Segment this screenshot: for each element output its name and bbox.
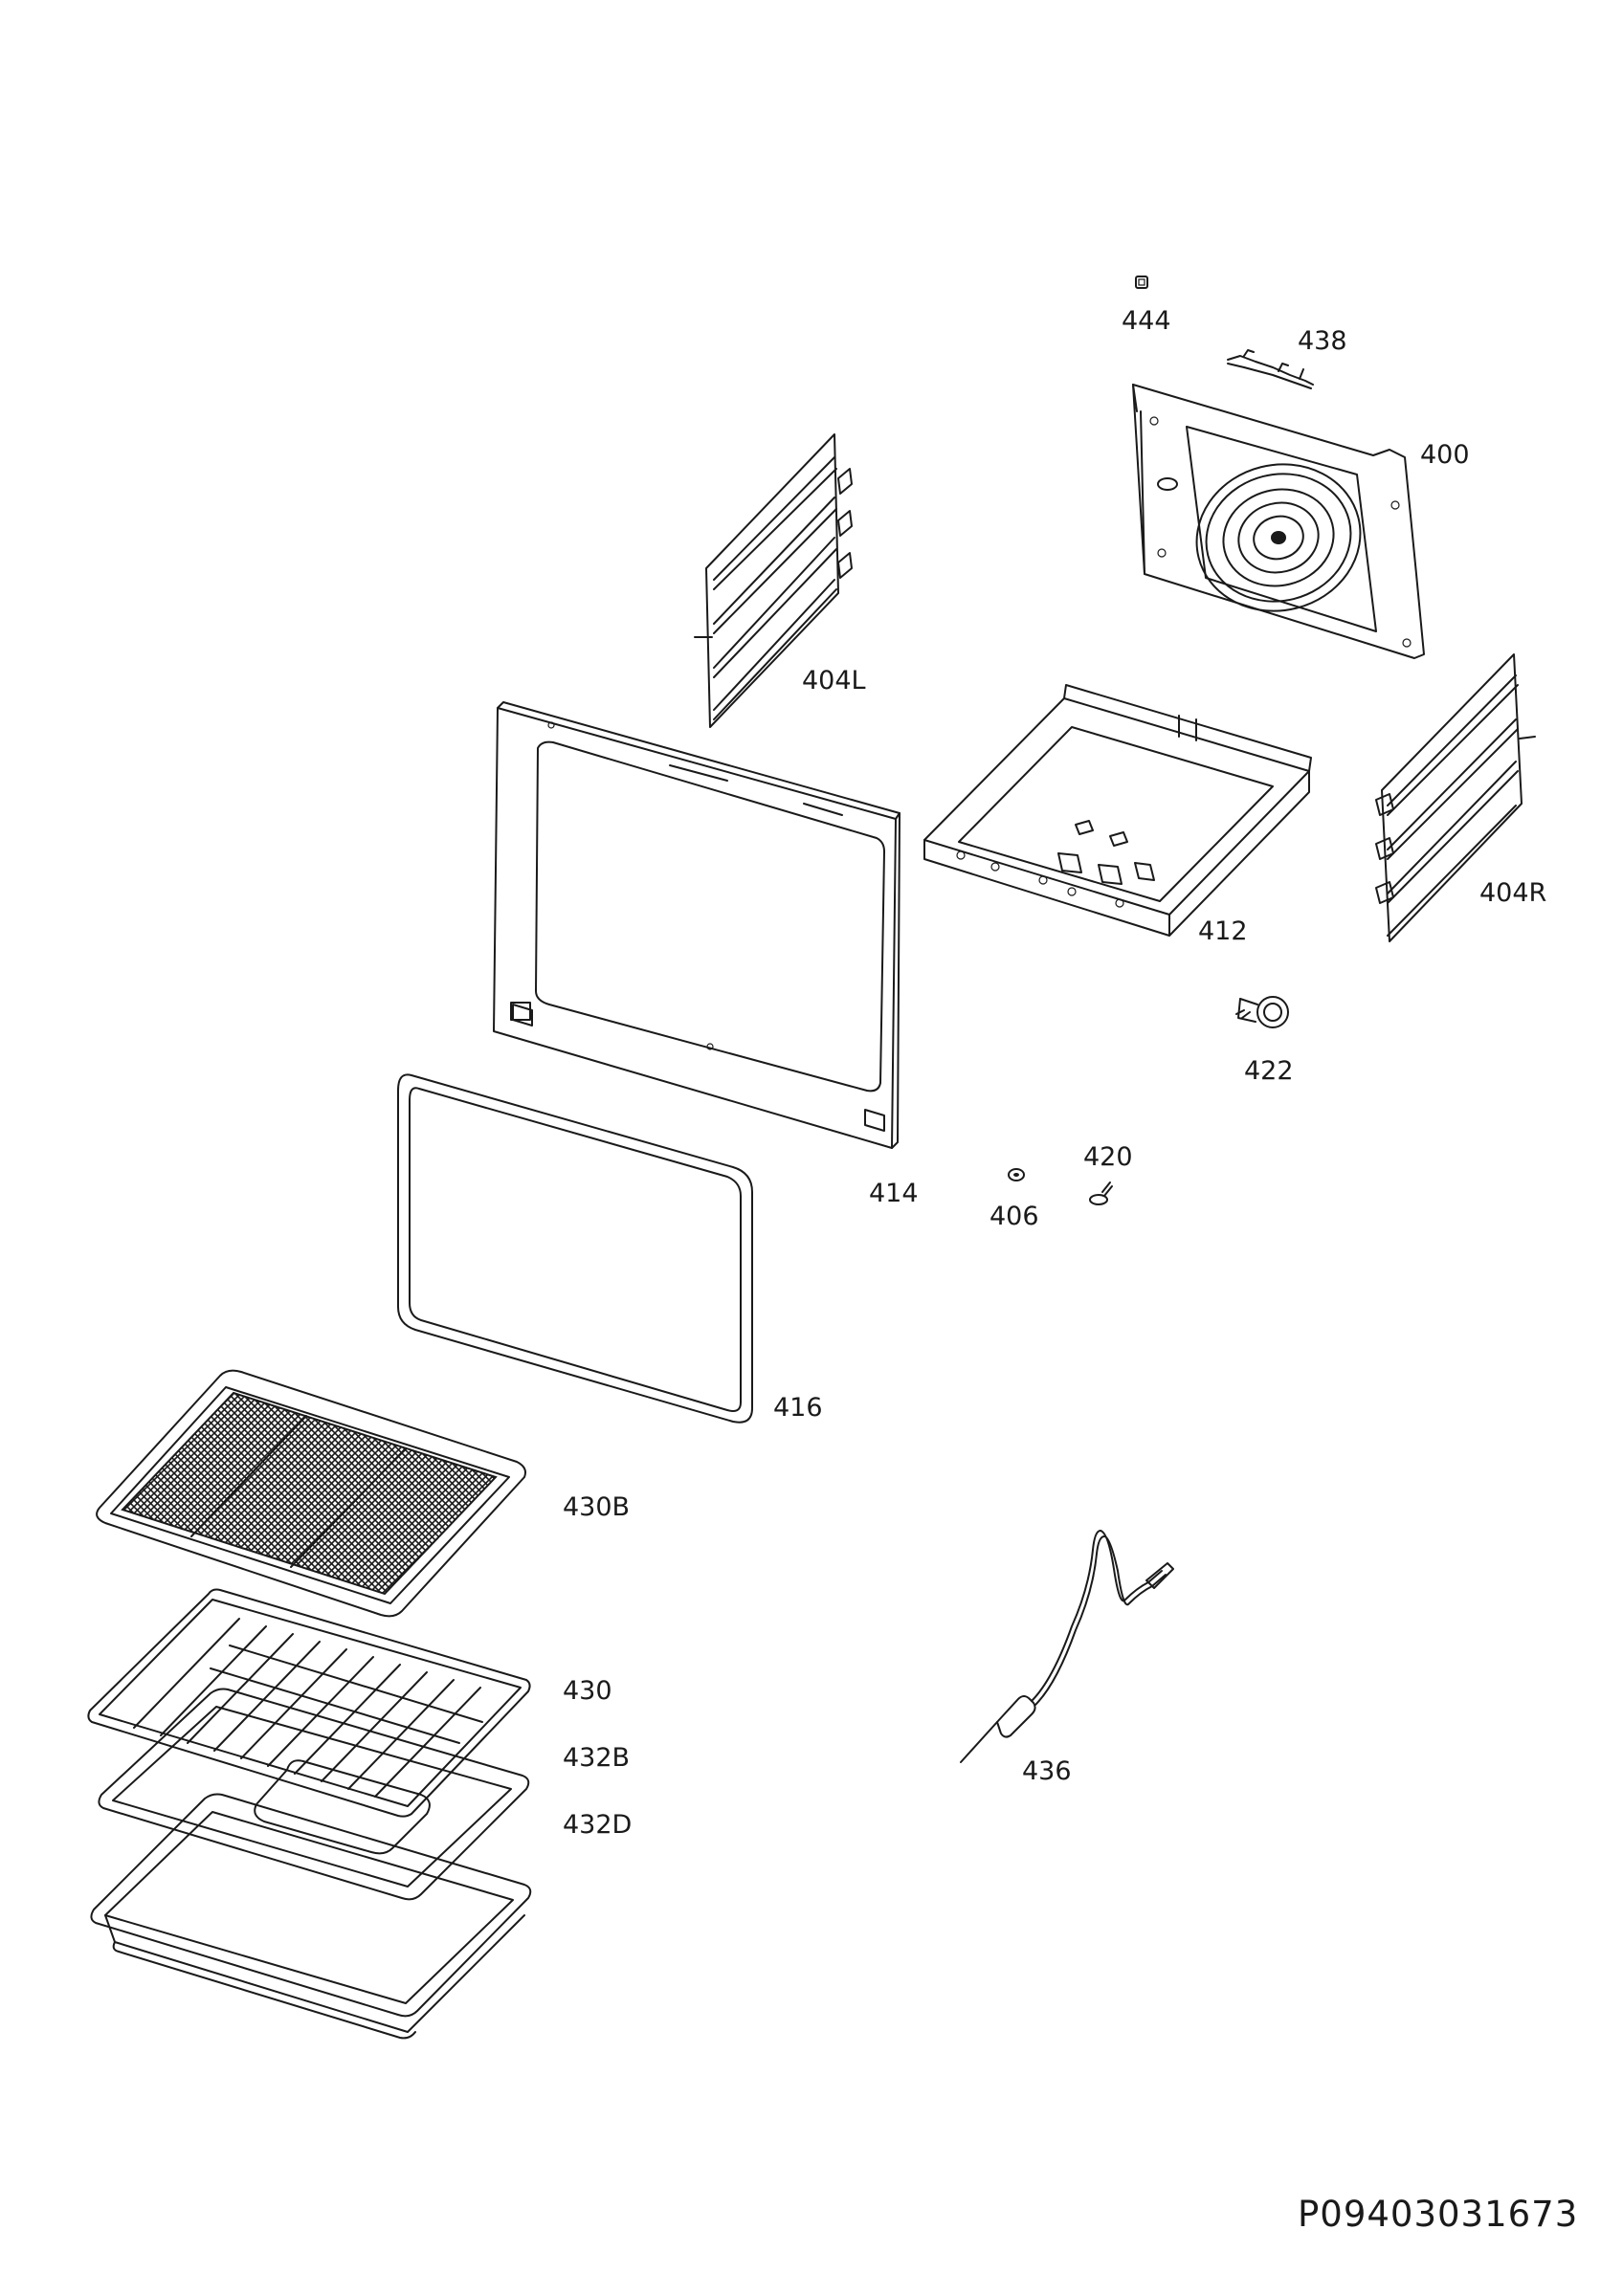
callout-412: 412	[1198, 916, 1248, 946]
part-438-bracket	[1227, 349, 1314, 389]
part-404L-left-runner	[694, 433, 853, 728]
part-444-clip	[1135, 276, 1148, 289]
callout-422: 422	[1244, 1056, 1294, 1086]
callout-444: 444	[1122, 306, 1171, 336]
callout-404L: 404L	[802, 666, 866, 695]
callout-430: 430	[563, 1676, 612, 1706]
part-422-lamp	[1235, 996, 1289, 1028]
part-412-roof-panel	[923, 684, 1312, 937]
part-430-wire-rack	[87, 1588, 531, 1818]
callout-432D: 432D	[563, 1810, 633, 1840]
part-406-washer	[1008, 1168, 1025, 1181]
callout-438: 438	[1298, 326, 1347, 356]
part-432B-tray	[98, 1688, 530, 1901]
callout-406: 406	[989, 1202, 1039, 1231]
callout-400: 400	[1420, 440, 1470, 470]
document-number: P09403031673	[1298, 2194, 1579, 2235]
part-420-screw	[1089, 1181, 1113, 1205]
part-432D-deep-tray	[90, 1793, 532, 2040]
part-416-gasket	[397, 1073, 753, 1424]
callout-414: 414	[869, 1179, 919, 1208]
callout-432B: 432B	[563, 1743, 631, 1773]
part-400-back-panel	[1132, 384, 1425, 659]
callout-430B: 430B	[563, 1492, 631, 1522]
part-404R-right-runner	[1375, 653, 1536, 942]
part-430B-mesh-tray	[96, 1369, 526, 1618]
callout-436: 436	[1022, 1756, 1072, 1786]
part-414-front-frame	[493, 701, 900, 1149]
callout-420: 420	[1083, 1142, 1133, 1172]
callout-416: 416	[773, 1393, 823, 1423]
part-436-meat-probe	[960, 1530, 1174, 1763]
callout-404R: 404R	[1479, 878, 1547, 908]
